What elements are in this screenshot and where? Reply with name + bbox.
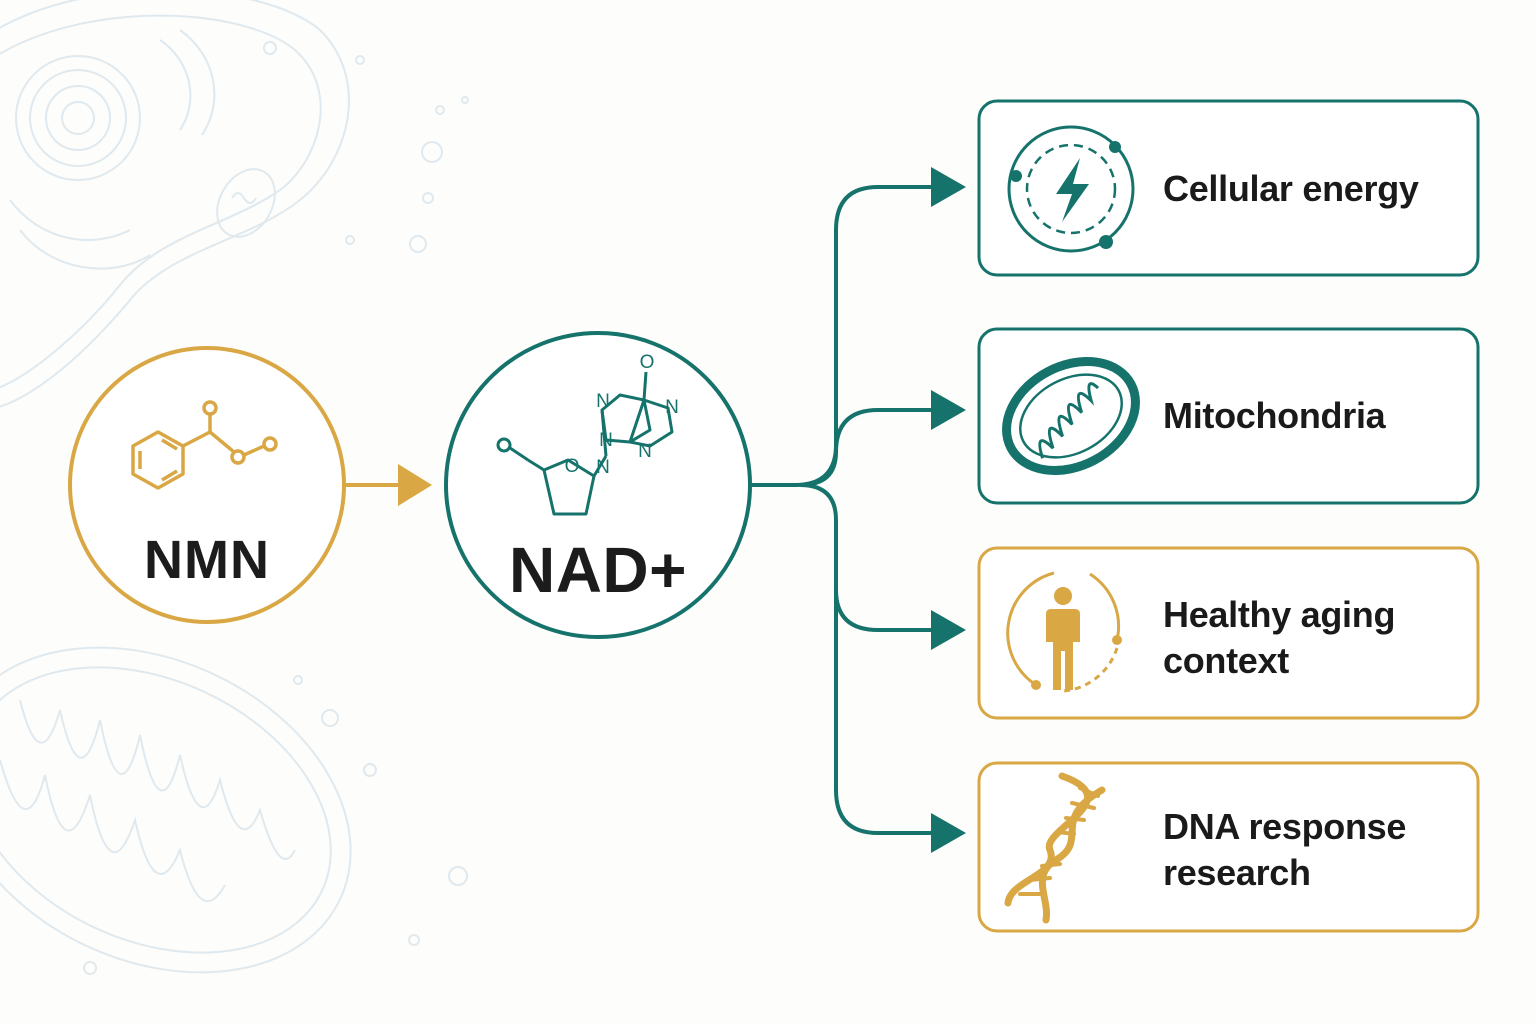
nad-molecule-atoms: O O N N N N N bbox=[565, 352, 679, 478]
nmn-node-circle bbox=[68, 346, 346, 624]
nad-node-circle bbox=[444, 331, 752, 639]
arrowhead-dna-response bbox=[931, 813, 966, 853]
arrowhead-healthy-aging bbox=[931, 610, 966, 650]
outcome-label-line: Mitochondria bbox=[1163, 395, 1386, 436]
nmn-label: NMN bbox=[144, 530, 270, 590]
nmn-to-nad-arrowhead bbox=[398, 464, 432, 506]
atom-nitrogen-4: N bbox=[638, 441, 652, 462]
atom-oxygen-ring: O bbox=[565, 456, 580, 477]
person-icon bbox=[1006, 571, 1122, 693]
outcome-label-cellular-energy: Cellular energy bbox=[1163, 166, 1463, 212]
nad-label: NAD+ bbox=[508, 534, 688, 606]
atom-nitrogen-5: N bbox=[596, 457, 610, 478]
outcome-label-line: DNA response bbox=[1163, 806, 1407, 847]
outcome-label-line: research bbox=[1163, 852, 1311, 893]
atom-oxygen-carbonyl: O bbox=[640, 352, 655, 373]
outcome-card-dna-response bbox=[977, 761, 1480, 933]
nmn-molecule-icon bbox=[131, 400, 278, 490]
nad-molecule-icon bbox=[496, 371, 674, 516]
atom-nitrogen-1: N bbox=[596, 391, 610, 412]
mitochondria-icon bbox=[1002, 357, 1140, 475]
outcome-card-cellular-energy bbox=[977, 99, 1480, 277]
outcome-label-line: context bbox=[1163, 640, 1289, 681]
outcome-label-line: Cellular energy bbox=[1163, 168, 1419, 209]
outcome-label-line: Healthy aging bbox=[1163, 594, 1396, 635]
background-cell-illustration bbox=[0, 0, 469, 408]
background-mitochondrion-illustration bbox=[0, 646, 468, 975]
atom-nitrogen-3: N bbox=[599, 430, 613, 451]
outcome-label-healthy-aging: Healthy aging context bbox=[1163, 592, 1463, 684]
outcome-label-dna-response: DNA response research bbox=[1163, 804, 1463, 896]
outcome-card-healthy-aging bbox=[977, 546, 1480, 720]
arrowhead-mitochondria bbox=[931, 390, 966, 430]
outcome-label-mitochondria: Mitochondria bbox=[1163, 393, 1463, 439]
arrowhead-cellular-energy bbox=[931, 167, 966, 207]
branch-arrowheads bbox=[931, 167, 966, 853]
energy-bolt-icon bbox=[1007, 125, 1135, 253]
dna-icon bbox=[1004, 772, 1106, 924]
atom-nitrogen-2: N bbox=[665, 397, 679, 418]
branch-connectors bbox=[752, 185, 935, 835]
